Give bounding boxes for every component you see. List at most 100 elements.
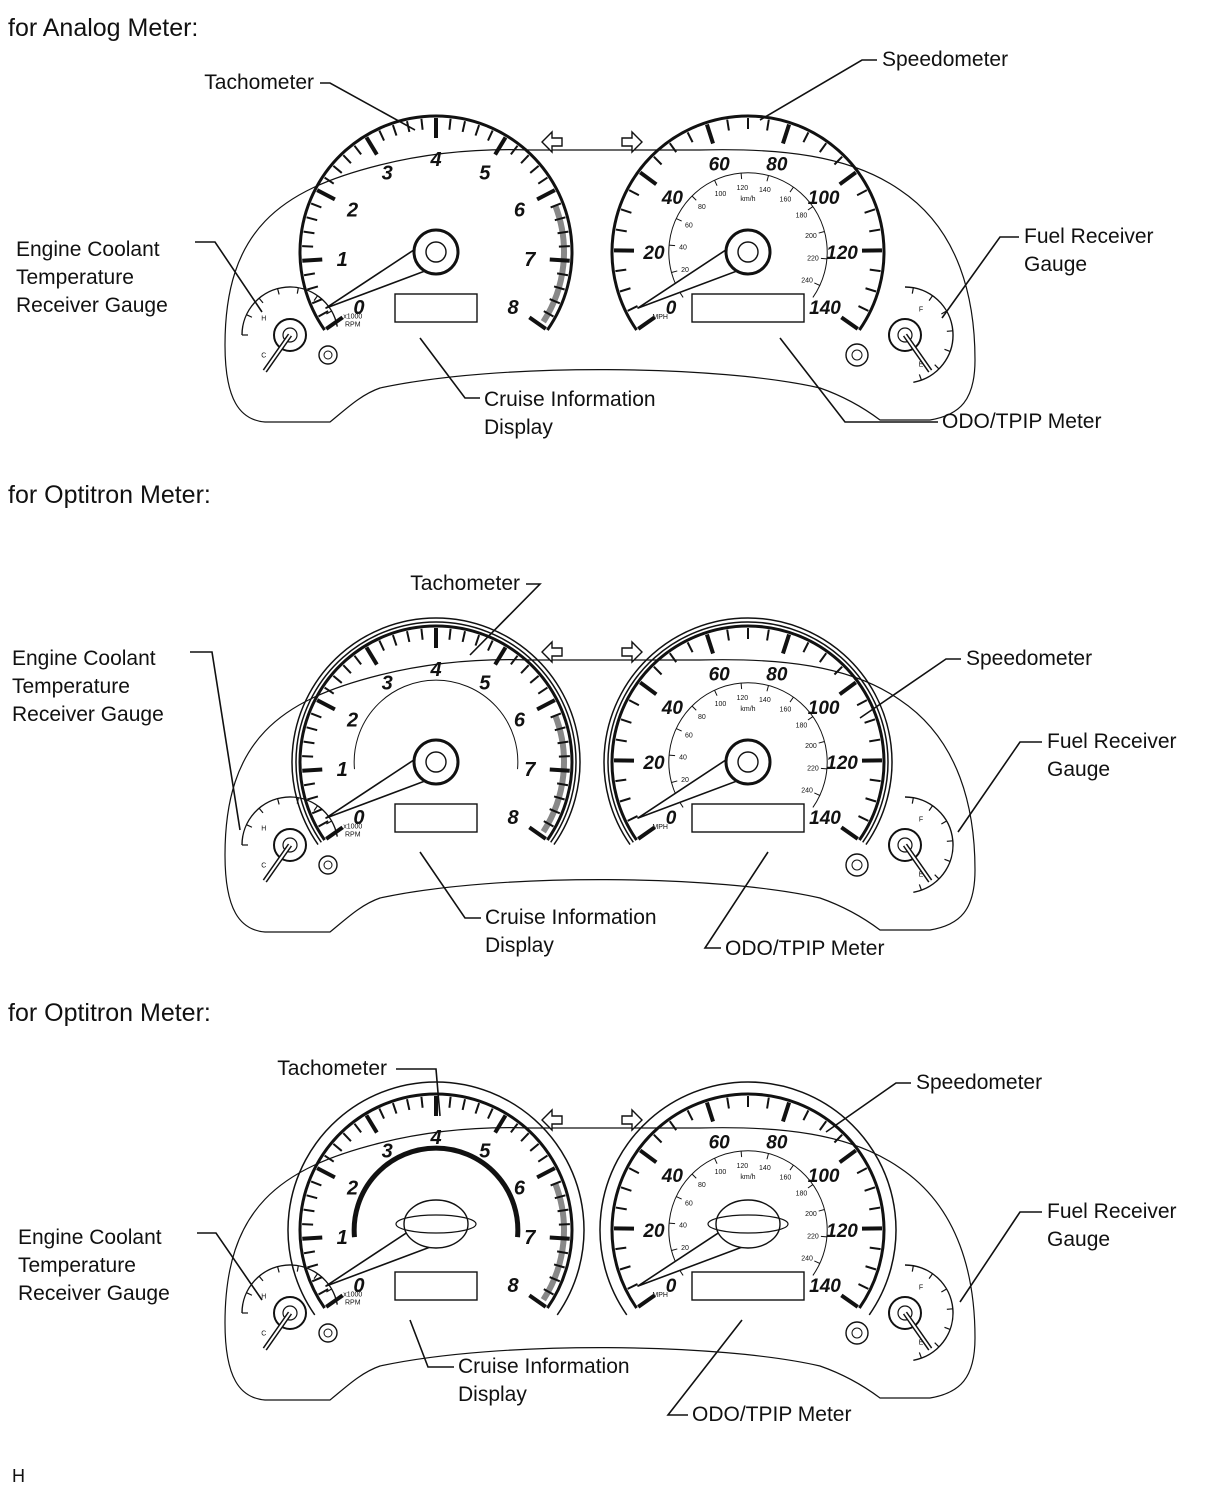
speed-minor-tick: [615, 1246, 627, 1251]
label-fuel-gauge-line: Fuel Receiver: [1047, 1200, 1177, 1223]
tach-minor-tick: [553, 1263, 565, 1269]
speed-minor-tick: [628, 1167, 640, 1175]
kmh-tick-label: 180: [796, 1191, 808, 1198]
label-fuel-gauge-line: Fuel Receiver: [1024, 225, 1154, 248]
fuel-gauge-mark-high: F: [919, 1284, 923, 1291]
kmh-tick: [807, 716, 814, 721]
tach-minor-tick: [353, 1123, 362, 1134]
fuel-gauge-tick: [934, 364, 940, 370]
tach-major-tick: [528, 315, 547, 331]
kmh-tick: [789, 186, 794, 193]
speed-tick-label: 140: [809, 298, 841, 319]
tach-inner-arc: [353, 679, 519, 770]
tach-minor-tick: [510, 145, 519, 156]
temp-gauge-arc: [241, 286, 338, 336]
section-title-analog: for Analog Meter:: [8, 14, 199, 42]
kmh-tick-label: 40: [679, 244, 687, 251]
speed-minor-tick: [869, 738, 881, 743]
tach-minor-tick: [307, 285, 319, 291]
kmh-tick-label: 200: [805, 743, 817, 750]
speed-outer-arc: [599, 1081, 897, 1316]
kmh-tick-label: 40: [679, 754, 687, 761]
tach-unit-rpm: RPM: [345, 322, 361, 329]
leader-odo-tpip-meter: [703, 851, 769, 949]
speed-outer-arc: [610, 114, 886, 331]
tach-major-tick: [302, 767, 323, 773]
speed-major-tick: [638, 170, 658, 186]
speed-tick-label: 20: [642, 1221, 665, 1242]
tach-minor-tick: [391, 124, 398, 136]
speed-outer-arc: [603, 617, 893, 846]
speed-minor-tick: [869, 1246, 881, 1251]
tach-minor-tick: [391, 1102, 398, 1114]
cluster-housing: [224, 149, 976, 423]
kmh-tick: [671, 270, 678, 273]
tach-unit-multiplier: x1000: [343, 314, 362, 321]
tach-major-tick: [536, 698, 556, 712]
kmh-tick-label: 80: [698, 204, 706, 211]
label-fuel-gauge-line: Gauge: [1047, 758, 1110, 781]
kmh-tick-label: 200: [805, 233, 817, 240]
temp-gauge-tick: [313, 805, 319, 811]
kmh-tick-label: 220: [807, 256, 819, 263]
speed-minor-tick: [615, 778, 627, 783]
tach-minor-tick: [391, 634, 398, 646]
speed-minor-tick: [802, 1109, 810, 1121]
speed-minor-tick: [856, 1167, 868, 1175]
fuel-gauge-tick: [944, 348, 951, 352]
tach-minor-tick: [448, 118, 452, 130]
kmh-tick-label: 120: [736, 695, 748, 702]
kmh-tick: [740, 683, 743, 690]
speed-minor-tick: [726, 119, 730, 131]
tach-tick-label: 6: [514, 710, 526, 732]
speed-minor-tick: [620, 208, 632, 214]
speed-major-tick: [637, 825, 656, 841]
tach-minor-tick: [310, 202, 322, 209]
tach-tick-label: 0: [353, 807, 364, 829]
turn-right-arrow-icon: [621, 130, 643, 154]
tach-tick-label: 6: [514, 200, 526, 222]
fuel-gauge-tick: [911, 287, 914, 294]
temp-gauge-tick: [258, 297, 264, 304]
label-cruise-display-line: Cruise Information: [485, 906, 657, 929]
fuel-gauge-mark-high: F: [919, 816, 923, 823]
speed-tick-label: 140: [809, 1276, 841, 1297]
odo-reset-knob-inner: [851, 349, 863, 361]
fuel-gauge-mark-low: E: [919, 1340, 924, 1347]
kmh-tick-label: 140: [759, 1165, 771, 1172]
leader-tachometer: [320, 82, 416, 131]
tach-minor-tick: [332, 165, 343, 174]
label-fuel-gauge-line: Gauge: [1047, 1228, 1110, 1251]
tach-minor-tick: [342, 154, 352, 164]
tach-tick-label: 0: [353, 1275, 364, 1297]
tach-minor-tick: [550, 202, 562, 209]
label-coolant-gauge-line: Engine Coolant: [12, 647, 156, 670]
speed-minor-tick: [726, 629, 730, 641]
speed-minor-tick: [864, 1186, 876, 1192]
leader-speedometer: [825, 1082, 911, 1133]
speed-minor-tick: [865, 797, 877, 803]
leader-fuel-gauge: [957, 741, 1042, 833]
tach-minor-tick: [550, 1180, 562, 1187]
temp-gauge-tick: [276, 798, 280, 805]
speed-tick-label: 100: [808, 698, 840, 719]
kmh-tick-label: 140: [759, 187, 771, 194]
kmh-tick-label: 220: [807, 766, 819, 773]
fuel-gauge-tick: [946, 1308, 953, 1310]
footer-code: H: [12, 1466, 25, 1486]
speed-minor-tick: [653, 155, 663, 166]
tach-minor-tick: [318, 820, 329, 828]
speed-minor-tick: [818, 652, 828, 663]
tach-minor-tick: [557, 230, 569, 235]
tach-tick-label: 1: [337, 759, 348, 781]
temp-gauge-tick: [326, 1288, 332, 1293]
tach-major-tick: [302, 257, 323, 263]
tach-major-tick: [493, 1114, 508, 1134]
speed-minor-tick: [856, 189, 868, 197]
tach-tick-label: 3: [382, 673, 393, 695]
tach-major-tick: [528, 1293, 547, 1309]
tach-minor-tick: [303, 272, 316, 277]
tach-minor-tick: [311, 1276, 323, 1283]
kmh-tick: [676, 1196, 682, 1200]
